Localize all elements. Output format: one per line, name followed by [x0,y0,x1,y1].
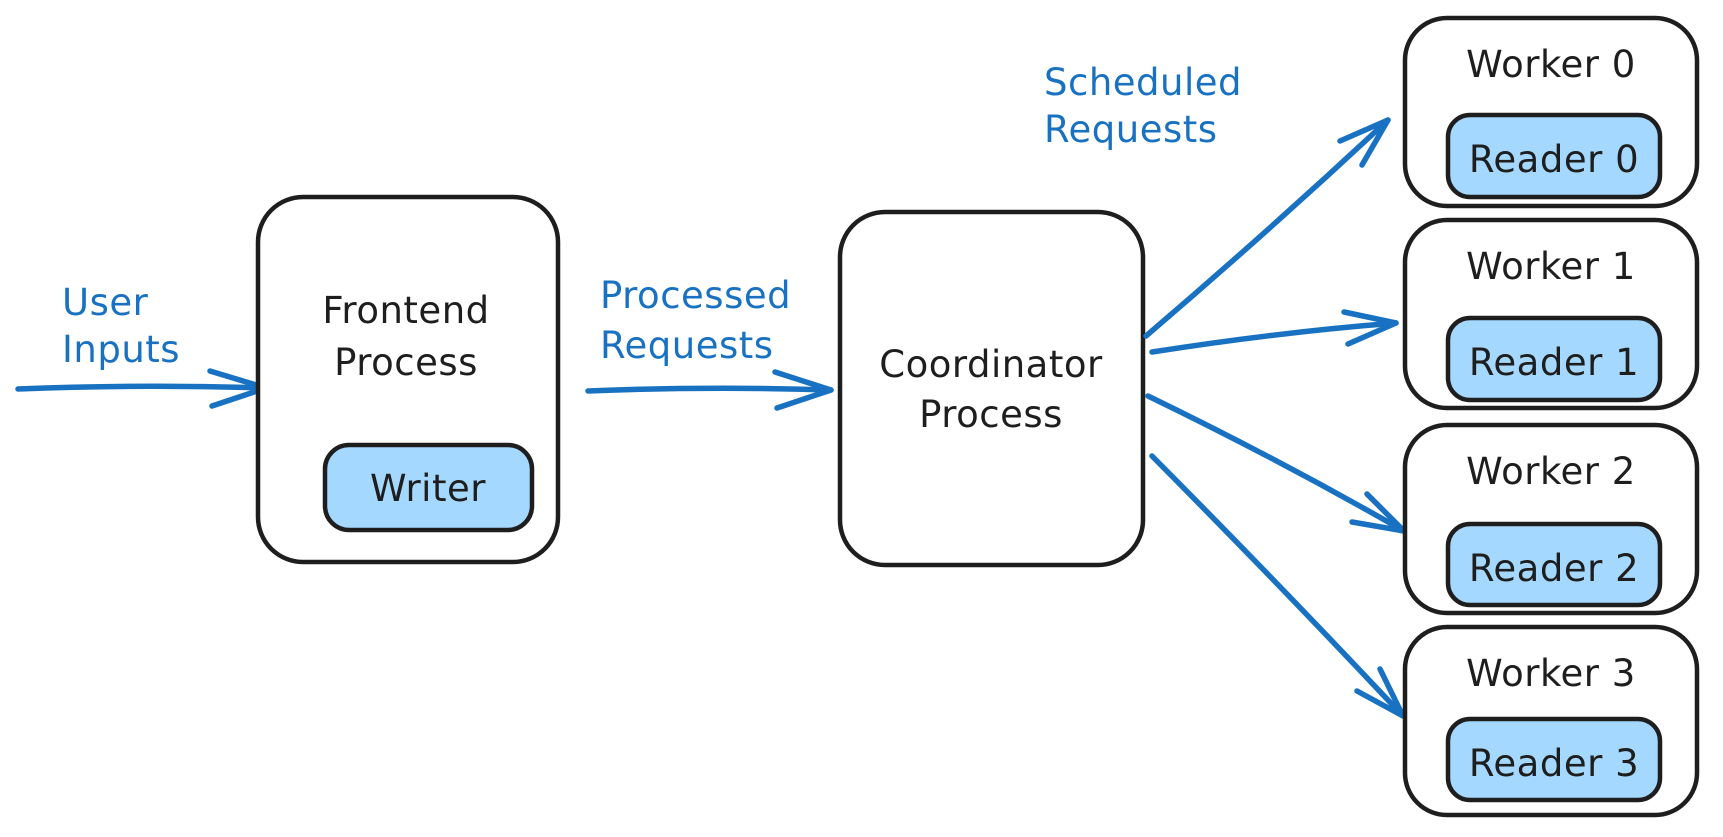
writer-label: Writer [370,467,486,510]
worker-2-title: Worker 2 [1466,450,1636,493]
scheduled-requests-line2: Requests [1044,108,1218,151]
reader-0-box [1445,112,1663,200]
coordinator-process-box [837,209,1146,568]
scheduled-requests-line1: Scheduled [1044,61,1242,104]
user-inputs-line1: User [62,281,149,324]
reader-3-box [1445,716,1663,803]
frontend-process-node: Frontend Process Writer [255,194,561,565]
scheduled-arrow-worker-1 [1149,309,1399,355]
worker-node: Worker 1 Reader 1 [1402,217,1700,411]
user-inputs-label: User Inputs [62,281,180,371]
scheduled-arrow-worker-2 [1145,393,1407,534]
frontend-title-line2: Process [334,341,478,384]
processed-requests-line2: Requests [600,324,774,367]
scheduled-arrow-worker-0 [1143,117,1391,339]
coordinator-title-line2: Process [919,393,1063,436]
reader-1-box [1445,315,1663,403]
processed-requests-line1: Processed [600,274,791,317]
reader-3-label: Reader 3 [1469,742,1639,785]
user-inputs-line2: Inputs [62,328,180,371]
reader-0-label: Reader 0 [1469,138,1639,181]
processed-requests-label: Processed Requests [600,274,791,367]
worker-node: Worker 2 Reader 2 [1402,422,1700,616]
reader-2-box [1445,521,1663,608]
writer-box [322,442,535,533]
worker-1-title: Worker 1 [1466,245,1636,288]
worker-node: Worker 0 Reader 0 [1402,15,1700,209]
coordinator-process-node: Coordinator Process [837,209,1146,568]
user-inputs-arrow [15,368,269,409]
worker-3-title: Worker 3 [1466,652,1636,695]
processed-requests-arrow [585,369,834,411]
worker-0-title: Worker 0 [1466,43,1636,86]
reader-2-label: Reader 2 [1469,547,1639,590]
worker-node: Worker 3 Reader 3 [1402,624,1700,818]
reader-1-label: Reader 1 [1469,341,1639,384]
coordinator-title-line1: Coordinator [879,343,1103,386]
scheduled-requests-label: Scheduled Requests [1044,61,1242,151]
frontend-title-line1: Frontend [322,289,489,332]
